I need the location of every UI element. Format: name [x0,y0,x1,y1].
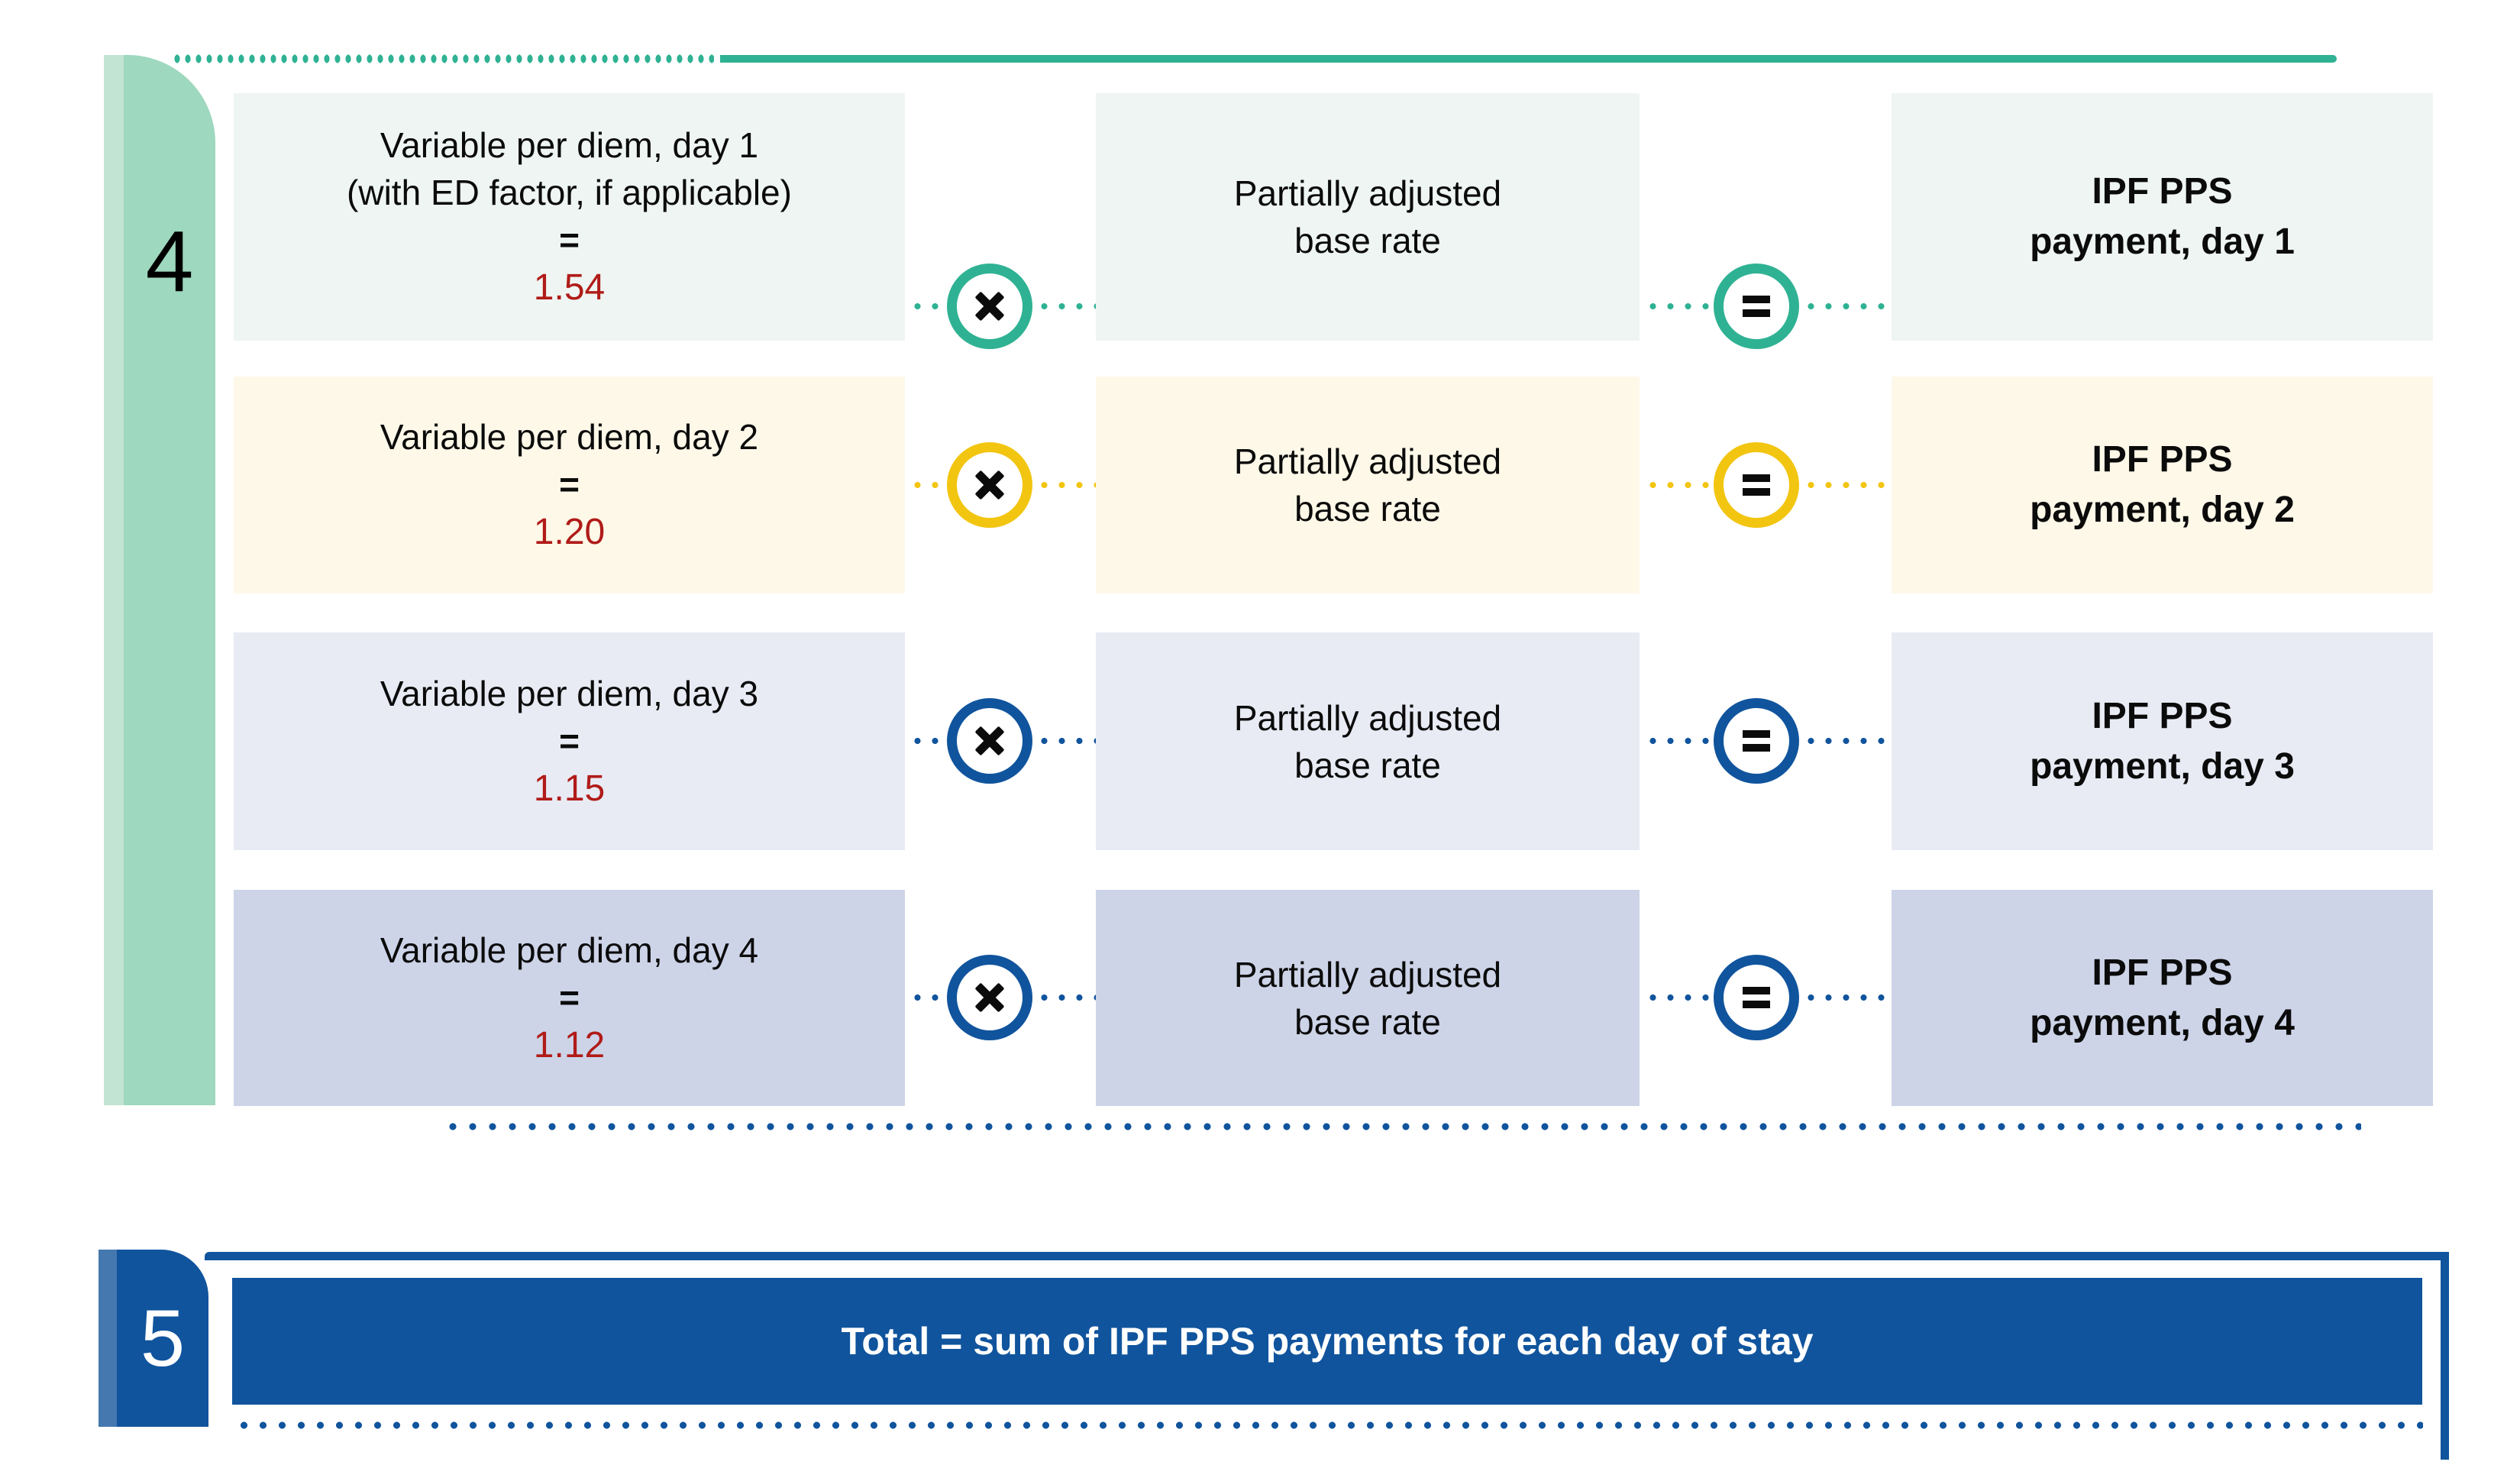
variable-per-diem-label: Variable per diem, day 2 [380,417,759,457]
payment-label-line1: IPF PPS [2092,439,2233,480]
equals-icon [1743,474,1770,496]
step4-tab-highlight-strip [104,55,124,1105]
connector-dots [1644,302,1711,310]
payment-row-day3: Variable per diem, day 3 = 1.15 Partiall… [0,632,2520,850]
ipf-pps-payment-box: IPF PPS payment, day 1 [1892,93,2433,341]
multiply-circle [947,955,1032,1040]
multiply-icon [973,724,1006,758]
base-rate-label-line2: base rate [1294,745,1441,785]
equals-circle [1714,264,1799,349]
step4-number: 4 [145,213,194,309]
per-diem-value: 1.54 [533,267,606,308]
base-rate-box: Partially adjusted base rate [1096,632,1640,850]
variable-per-diem-box: Variable per diem, day 3 = 1.15 [234,632,905,850]
total-label: Total = sum of IPF PPS payments for each… [841,1320,1814,1363]
variable-per-diem-label: Variable per diem, day 1 [380,125,759,165]
base-rate-label-line1: Partially adjusted [1233,697,1502,738]
payment-label-line2: payment, day 3 [2030,745,2295,787]
equals-circle [1714,698,1799,784]
ipf-pps-payment-box: IPF PPS payment, day 2 [1892,377,2433,593]
variable-per-diem-box: Variable per diem, day 1 (with ED factor… [234,93,905,341]
connector-dots [1644,481,1711,489]
connector-dots [1035,302,1097,310]
payment-label-line1: IPF PPS [2092,695,2233,736]
equals-icon [1743,729,1770,752]
variable-per-diem-box: Variable per diem, day 2 = 1.20 [234,377,905,593]
base-rate-label-line2: base rate [1294,221,1441,260]
variable-per-diem-box: Variable per diem, day 4 = 1.12 [234,890,905,1106]
connector-dots [909,994,948,1001]
connector-dots [1802,481,1886,489]
step5-tab: 5 [99,1250,208,1427]
equals-text: = [559,220,580,260]
connector-dots [1644,737,1711,745]
section5-bottom-dotted-line [234,1421,2423,1429]
payment-label-line1: IPF PPS [2092,171,2233,212]
base-rate-label-line1: Partially adjusted [1233,954,1502,994]
step5-number: 5 [140,1294,186,1383]
multiply-icon [973,981,1006,1014]
base-rate-label-line2: base rate [1294,1001,1441,1042]
multiply-icon [973,289,1006,323]
base-rate-box: Partially adjusted base rate [1096,93,1640,341]
step5-tab-highlight-strip [99,1250,117,1427]
total-bar: Total = sum of IPF PPS payments for each… [232,1278,2422,1405]
connector-dots [1035,737,1097,745]
top-dotted-line [172,54,714,63]
connector-dots [909,302,948,310]
base-rate-label-line1: Partially adjusted [1233,441,1502,481]
base-rate-label-line1: Partially adjusted [1233,173,1502,213]
base-rate-label-line2: base rate [1294,489,1441,529]
multiply-icon [973,468,1006,502]
equals-circle [1714,442,1799,528]
per-diem-value: 1.20 [533,512,606,552]
multiply-circle [947,698,1032,784]
ed-factor-note: (with ED factor, if applicable) [347,173,792,212]
payment-row-day4: Variable per diem, day 4 = 1.12 Partiall… [0,890,2520,1106]
connector-dots [1035,481,1097,489]
per-diem-value: 1.15 [533,768,606,809]
top-solid-line [720,55,2337,63]
connector-dots [909,481,948,489]
section4-bottom-dotted-line [443,1123,2361,1130]
connector-dots [1802,994,1886,1001]
connector-dots [1802,737,1886,745]
equals-icon [1743,986,1770,1009]
connector-dots [909,737,948,745]
per-diem-value: 1.12 [533,1024,606,1066]
payment-row-day1: Variable per diem, day 1 (with ED factor… [0,93,2520,349]
payment-label-line1: IPF PPS [2092,952,2233,993]
ipf-pps-payment-box: IPF PPS payment, day 4 [1892,890,2433,1106]
step4-tab: 4 [104,55,215,1105]
payment-row-day2: Variable per diem, day 2 = 1.20 Partiall… [0,377,2520,593]
payment-label-line2: payment, day 4 [2030,1002,2295,1043]
equals-circle [1714,955,1799,1040]
total-bracket-outline [205,1252,2449,1460]
connector-dots [1035,994,1097,1001]
multiply-circle [947,442,1032,528]
equals-text: = [559,464,580,504]
ipf-pps-payment-box: IPF PPS payment, day 3 [1892,632,2433,850]
base-rate-box: Partially adjusted base rate [1096,377,1640,593]
variable-per-diem-label: Variable per diem, day 3 [380,673,759,713]
equals-text: = [559,720,580,761]
connector-dots [1644,994,1711,1001]
equals-icon [1743,295,1770,318]
multiply-circle [947,264,1032,349]
equals-text: = [559,977,580,1017]
payment-label-line2: payment, day 1 [2030,222,2295,262]
base-rate-box: Partially adjusted base rate [1096,890,1640,1106]
variable-per-diem-label: Variable per diem, day 4 [380,930,759,970]
payment-label-line2: payment, day 2 [2030,490,2295,530]
connector-dots [1802,302,1886,310]
